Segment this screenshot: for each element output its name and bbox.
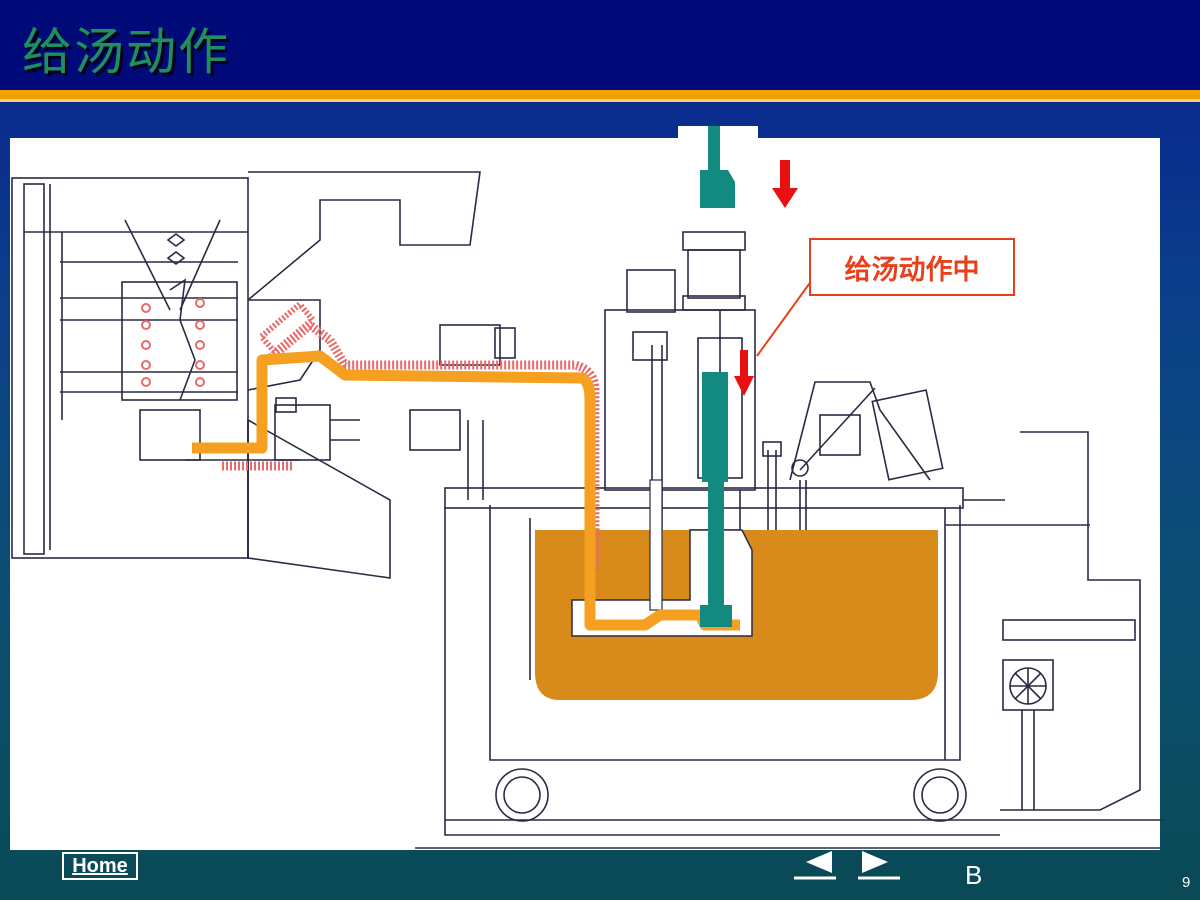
title-underline xyxy=(0,90,1200,99)
molten-flow-path xyxy=(192,350,740,631)
heater-block xyxy=(257,300,317,356)
plunger-stem xyxy=(708,480,724,610)
home-button[interactable]: Home xyxy=(62,852,138,880)
die-heater-dots xyxy=(141,298,205,387)
down-arrow-icon xyxy=(772,160,798,208)
drive-motor xyxy=(1002,659,1054,810)
die-block xyxy=(121,219,238,461)
title-underline-highlight xyxy=(0,99,1200,102)
title-bar: 给汤动作 xyxy=(0,0,1200,90)
section-letter: B xyxy=(965,860,983,890)
plunger-coupling xyxy=(700,170,735,208)
plunger-down-arrow-icon xyxy=(734,350,754,396)
page-number: 9 xyxy=(1182,874,1191,891)
furnace-body xyxy=(415,431,1165,849)
slide-title: 给汤动作 xyxy=(22,23,230,81)
die-casting-machine-diagram xyxy=(10,126,1165,850)
callout-leader xyxy=(756,279,813,357)
plunger-rod-top xyxy=(708,126,720,171)
furnace-wheels xyxy=(495,768,967,822)
triangle-left-icon[interactable] xyxy=(792,845,838,885)
plunger-rod-lower xyxy=(649,479,663,611)
plunger-rod xyxy=(702,372,728,482)
home-label: Home xyxy=(72,854,128,877)
die-frame xyxy=(11,171,481,579)
nozzle-actuator xyxy=(274,324,516,500)
plunger-tip xyxy=(700,605,732,627)
callout-label: 给汤动作中 xyxy=(809,238,1015,296)
triangle-right-icon[interactable] xyxy=(856,845,902,885)
